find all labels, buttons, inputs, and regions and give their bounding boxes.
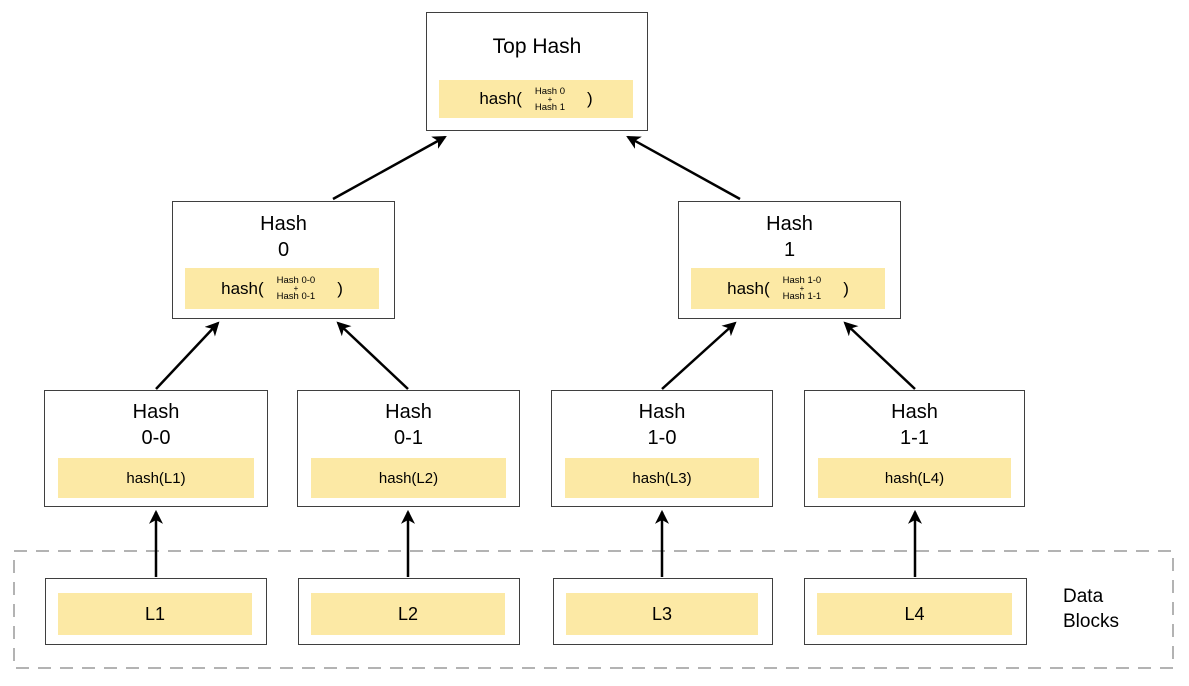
node-hash-0: Hash 0 hash( Hash 0-0 + Hash 0-1 ): [172, 201, 395, 319]
data-block-highlight: L3: [566, 593, 758, 635]
data-block-l3: L3: [553, 578, 773, 645]
data-blocks-label-line1: Data: [1063, 586, 1104, 607]
formula-args: Hash 1-0 + Hash 1-1: [782, 275, 822, 302]
data-block-l2: L2: [298, 578, 520, 645]
data-block-highlight: L1: [58, 593, 252, 635]
arrow-hash01-to-hash0: [336, 321, 409, 390]
node-hash-1-0: Hash 1-0 hash(L3): [551, 390, 773, 507]
node-title: Hash 1-1: [805, 391, 1024, 451]
data-blocks-label: Data Blocks: [1063, 584, 1119, 634]
node-hash-1: Hash 1 hash( Hash 1-0 + Hash 1-1 ): [678, 201, 901, 319]
node-title-line2: 1-1: [900, 427, 929, 449]
data-block-l4: L4: [804, 578, 1027, 645]
leaf-formula: hash(L3): [632, 469, 692, 487]
node-title-line1: Hash: [766, 213, 813, 235]
hash-formula-highlight: hash(L1): [58, 458, 254, 498]
hash-formula-highlight: hash(L4): [818, 458, 1011, 498]
node-title-line1: Hash: [132, 401, 180, 423]
formula-open: hash(: [727, 278, 770, 298]
node-title: Hash 0: [173, 202, 394, 263]
node-title-line1: Hash: [260, 213, 307, 235]
node-title-line2: 0: [277, 239, 290, 261]
hash-formula-highlight: hash( Hash 0-0 + Hash 0-1 ): [185, 268, 379, 309]
data-block-l1: L1: [45, 578, 267, 645]
data-block-label: L2: [397, 603, 419, 624]
data-block-label: L4: [904, 603, 925, 624]
data-blocks-boundary: [13, 550, 1174, 669]
leaf-formula: hash(L1): [126, 469, 186, 487]
node-title: Hash 1-0: [552, 391, 772, 451]
leaf-formula: hash(L2): [378, 469, 439, 487]
arrow-hash00-to-hash0: [155, 321, 220, 390]
node-title-line2: 1-0: [647, 427, 677, 449]
formula-arg-top: Hash 0-0: [276, 275, 316, 286]
formula-arg-top: Hash 1-0: [782, 275, 822, 286]
node-hash-1-1: Hash 1-1 hash(L4): [804, 390, 1025, 507]
data-blocks-label-line2: Blocks: [1063, 611, 1119, 632]
arrow-hash1-to-top: [626, 135, 741, 201]
leaf-formula: hash(L4): [884, 469, 945, 487]
formula-close: ): [843, 278, 849, 298]
data-block-label: L1: [144, 603, 166, 624]
plus-sign: +: [799, 284, 805, 293]
node-title: Hash 0-0: [45, 391, 267, 451]
plus-sign: +: [547, 94, 553, 104]
formula-arg-top: Hash 0: [534, 85, 565, 97]
node-title-line1: Hash: [891, 401, 938, 423]
node-top-hash: Top Hash hash( Hash 0 + Hash 1 ): [426, 12, 648, 131]
node-hash-0-0: Hash 0-0 hash(L1): [44, 390, 268, 507]
data-block-highlight: L2: [311, 593, 505, 635]
node-title: Top Hash: [492, 35, 582, 58]
hash-formula-highlight: hash( Hash 0 + Hash 1 ): [439, 80, 633, 118]
formula-arg-bottom: Hash 1-1: [782, 291, 822, 302]
formula-args: Hash 0-0 + Hash 0-1: [276, 275, 316, 302]
arrow-hash11-to-hash1: [843, 321, 916, 390]
data-block-label: L3: [651, 603, 673, 624]
data-block-highlight: L4: [817, 593, 1012, 635]
arrow-hash10-to-hash1: [661, 321, 737, 390]
formula-args: Hash 0 + Hash 1: [534, 85, 565, 113]
formula-close: ): [586, 89, 593, 108]
node-title-line2: 1: [783, 239, 796, 261]
formula-arg-bottom: Hash 1: [534, 101, 565, 113]
node-title: Hash 1: [679, 202, 900, 263]
formula-close: ): [337, 278, 343, 298]
node-title-line1: Hash: [385, 401, 432, 423]
node-title-line2: 0-1: [394, 427, 423, 449]
node-hash-0-1: Hash 0-1 hash(L2): [297, 390, 520, 507]
hash-formula-highlight: hash( Hash 1-0 + Hash 1-1 ): [691, 268, 885, 309]
node-title-line2: 0-0: [141, 427, 171, 449]
formula-open: hash(: [221, 278, 264, 298]
arrow-hash0-to-top: [332, 135, 447, 201]
formula-arg-bottom: Hash 0-1: [276, 291, 316, 302]
plus-sign: +: [293, 284, 299, 293]
hash-formula-highlight: hash(L3): [565, 458, 759, 498]
formula-open: hash(: [479, 89, 522, 108]
node-title-line1: Hash: [638, 401, 686, 423]
hash-formula-highlight: hash(L2): [311, 458, 506, 498]
node-title: Hash 0-1: [298, 391, 519, 451]
